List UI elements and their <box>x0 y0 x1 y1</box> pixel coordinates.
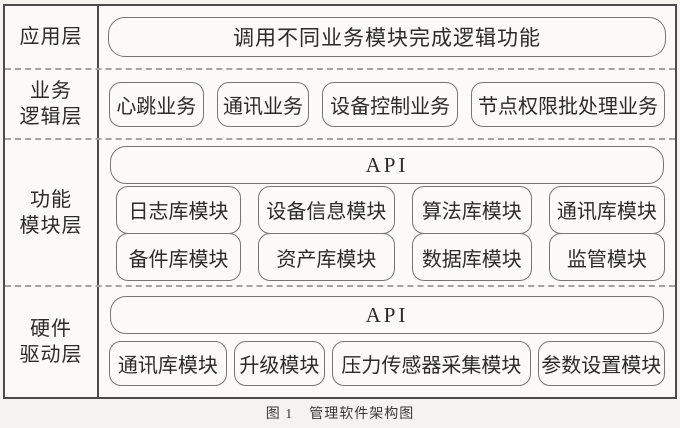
communication-library-module-box: 通讯库模块 <box>548 185 665 234</box>
layer-business-logic: 业务 逻辑层 心跳业务 通讯业务 设备控制业务 节点权限批处理业务 <box>5 70 675 140</box>
supervision-module-box: 监管模块 <box>548 233 665 281</box>
layer-label-line: 驱动层 <box>19 344 83 366</box>
algorithm-library-module-box: 算法库模块 <box>411 185 532 234</box>
layer-label-business-logic: 业务 逻辑层 <box>5 70 99 138</box>
layer-label-line: 业务 <box>30 80 72 102</box>
business-logic-content: 心跳业务 通讯业务 设备控制业务 节点权限批处理业务 <box>99 70 675 138</box>
asset-library-module-box: 资产库模块 <box>257 233 395 281</box>
figure-caption-number: 图 1 <box>265 407 294 422</box>
layer-label-hardware-driver: 硬件 驱动层 <box>5 287 99 397</box>
spare-parts-library-module-box: 备件库模块 <box>116 233 241 281</box>
layer-label-line: 模块层 <box>19 214 83 237</box>
hardware-driver-row: 通讯库模块 升级模块 压力传感器采集模块 参数设置模块 <box>109 341 665 386</box>
upgrade-module-box: 升级模块 <box>233 341 326 386</box>
pressure-sensor-acquisition-module-box: 压力传感器采集模块 <box>332 341 531 386</box>
function-api-box: API <box>110 146 664 184</box>
log-library-module-box: 日志库模块 <box>116 185 241 234</box>
function-module-content: API 日志库模块 设备信息模块 算法库模块 通讯库模块 备件库模块 资产库模块… <box>99 140 675 285</box>
hw-communication-library-module-box: 通讯库模块 <box>109 341 227 386</box>
application-function-box: 调用不同业务模块完成逻辑功能 <box>108 17 666 57</box>
heartbeat-service-box: 心跳业务 <box>109 81 204 127</box>
node-permission-batch-service-box: 节点权限批处理业务 <box>470 81 666 127</box>
hardware-api-box: API <box>110 296 664 334</box>
architecture-diagram: 应用层 调用不同业务模块完成逻辑功能 业务 逻辑层 心跳业务 通讯业务 设备控制… <box>3 4 677 399</box>
layer-label-line: 功能 <box>30 188 72 211</box>
database-module-box: 数据库模块 <box>411 233 532 281</box>
layer-label-function-module: 功能 模块层 <box>5 140 99 285</box>
hardware-driver-content: API 通讯库模块 升级模块 压力传感器采集模块 参数设置模块 <box>99 287 675 397</box>
function-module-row-2: 备件库模块 资产库模块 数据库模块 监管模块 <box>109 233 665 281</box>
device-control-service-box: 设备控制业务 <box>322 81 458 127</box>
layer-hardware-driver: 硬件 驱动层 API 通讯库模块 升级模块 压力传感器采集模块 参数设置模块 <box>5 287 675 397</box>
figure-caption-title: 管理软件架构图 <box>309 407 415 422</box>
layer-function-module: 功能 模块层 API 日志库模块 设备信息模块 算法库模块 通讯库模块 备件库模… <box>5 140 675 287</box>
function-module-row-1: 日志库模块 设备信息模块 算法库模块 通讯库模块 <box>109 185 665 234</box>
layer-label-line: 应用层 <box>19 26 83 48</box>
layer-label-line: 硬件 <box>30 318 72 340</box>
communication-service-box: 通讯业务 <box>216 81 310 127</box>
layer-label-application: 应用层 <box>5 6 99 68</box>
figure-caption: 图 1 管理软件架构图 <box>0 403 680 423</box>
application-content: 调用不同业务模块完成逻辑功能 <box>99 6 675 68</box>
layer-application: 应用层 调用不同业务模块完成逻辑功能 <box>5 6 675 70</box>
device-info-module-box: 设备信息模块 <box>257 185 395 234</box>
layer-label-line: 逻辑层 <box>19 106 83 128</box>
parameter-setting-module-box: 参数设置模块 <box>537 341 665 386</box>
